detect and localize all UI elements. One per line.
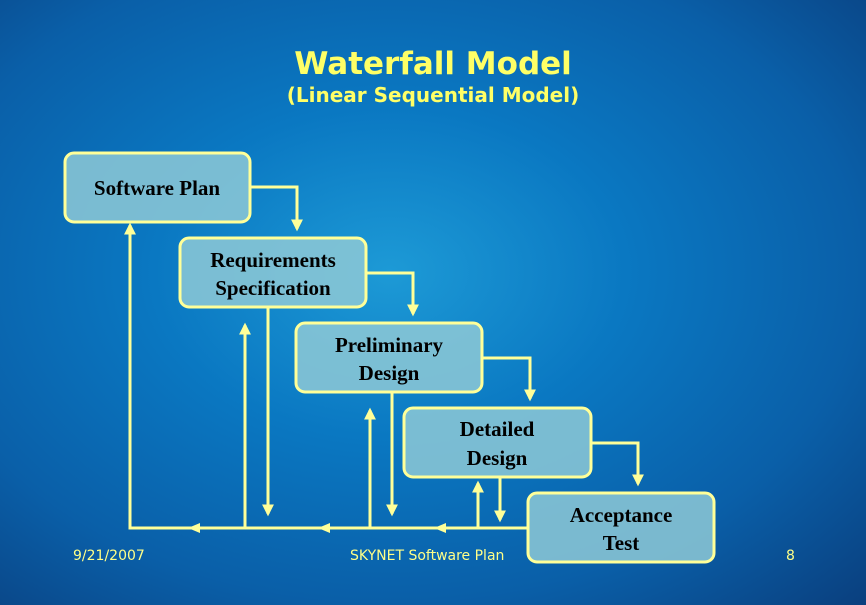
box-acceptance-test: Acceptance Test bbox=[526, 491, 716, 564]
footer-date: 9/21/2007 bbox=[73, 548, 145, 564]
left-arrowhead bbox=[188, 523, 200, 533]
arrow-prelim-to-detailed bbox=[482, 356, 536, 402]
slide-title: Waterfall Model bbox=[294, 46, 572, 82]
box-label: Design bbox=[467, 446, 528, 470]
box-label: Detailed bbox=[460, 417, 535, 441]
forward-arrows bbox=[250, 185, 644, 487]
box-requirements: Requirements Specification bbox=[178, 236, 368, 309]
box-detailed-design: Detailed Design bbox=[402, 406, 593, 479]
footer-title: SKYNET Software Plan bbox=[350, 548, 505, 564]
slide-subtitle: (Linear Sequential Model) bbox=[286, 83, 580, 107]
box-label: Requirements bbox=[210, 248, 336, 272]
box-label: Software Plan bbox=[94, 176, 221, 200]
arrow-plan-to-req bbox=[250, 185, 303, 232]
feedback-arrows bbox=[124, 222, 528, 533]
arrow-req-to-prelim bbox=[366, 271, 419, 317]
page-number: 8 bbox=[786, 548, 795, 564]
box-label: Acceptance bbox=[570, 503, 673, 527]
box-preliminary-design: Preliminary Design bbox=[294, 321, 484, 394]
box-label: Preliminary bbox=[335, 333, 444, 357]
box-label: Specification bbox=[215, 276, 331, 300]
left-arrowhead bbox=[318, 523, 330, 533]
left-arrowhead bbox=[434, 523, 446, 533]
arrow-detailed-to-test bbox=[591, 441, 644, 487]
feedback-main-line bbox=[124, 222, 528, 530]
box-label: Test bbox=[603, 531, 640, 555]
box-software-plan: Software Plan bbox=[63, 151, 252, 224]
box-label: Design bbox=[359, 361, 420, 385]
